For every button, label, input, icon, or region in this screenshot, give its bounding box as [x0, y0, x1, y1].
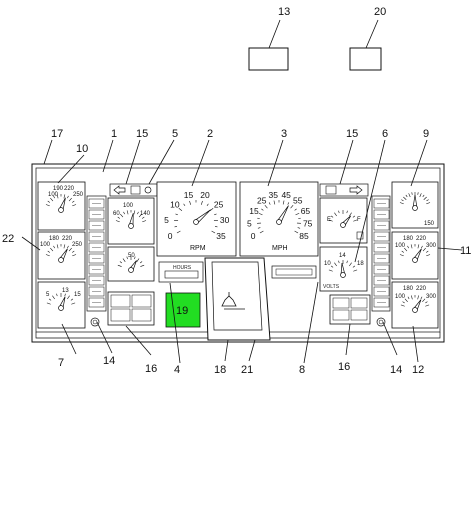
- speedometer-tick-label: 55: [293, 196, 303, 206]
- speedometer-tick-label: 0: [251, 231, 256, 241]
- speedometer-tick-label: 5: [247, 219, 252, 229]
- callout-3: 3: [281, 128, 287, 140]
- svg-text:15: 15: [74, 292, 81, 298]
- tachometer-unit: RPM: [190, 245, 206, 252]
- tachometer-tick-label: 20: [200, 190, 210, 200]
- svg-text:F: F: [357, 217, 361, 223]
- speedometer-tick-label: 45: [281, 190, 291, 200]
- leader-13: [269, 20, 280, 48]
- callout-5: 5: [172, 128, 178, 140]
- tachometer-tick-label: 15: [184, 190, 194, 200]
- right-display-slot: [272, 266, 316, 278]
- tachometer-tick-label: 35: [216, 231, 226, 241]
- callout-16-left: 16: [145, 363, 157, 375]
- speedometer-tick-label: 15: [249, 206, 259, 216]
- speedometer-tick-label: 85: [299, 231, 309, 241]
- hour-meter-label: HOURS: [173, 265, 192, 271]
- callout-16-right: 16: [338, 361, 350, 373]
- tachometer-tick-label: 0: [168, 231, 173, 241]
- module-box-20: [350, 48, 381, 70]
- svg-text:180: 180: [403, 236, 414, 242]
- callout-15-left: 15: [136, 128, 148, 140]
- callout-8: 8: [299, 364, 305, 376]
- svg-text:13: 13: [62, 288, 69, 294]
- callout-21: 21: [241, 364, 253, 376]
- svg-text:100: 100: [48, 192, 59, 198]
- svg-text:300: 300: [426, 243, 437, 249]
- svg-text:100: 100: [395, 294, 406, 300]
- tachometer-tick-label: 10: [170, 200, 180, 210]
- svg-text:100: 100: [40, 242, 51, 248]
- callout-19: 19: [176, 305, 188, 317]
- speedometer-tick-label: 65: [301, 206, 311, 216]
- speedometer-tick-label: 35: [269, 190, 279, 200]
- svg-text:100: 100: [123, 203, 134, 209]
- svg-text:100: 100: [395, 243, 406, 249]
- svg-text:18: 18: [357, 261, 364, 267]
- callout-4: 4: [174, 364, 180, 376]
- callout-9: 9: [423, 128, 429, 140]
- gauge-right-mid: [392, 232, 438, 279]
- hour-meter-display: [165, 271, 198, 278]
- svg-text:150: 150: [424, 221, 435, 227]
- tachometer-tick-label: 30: [220, 215, 230, 225]
- svg-text:10: 10: [324, 261, 331, 267]
- callout-12: 12: [412, 364, 424, 376]
- svg-text:50: 50: [128, 253, 135, 259]
- svg-text:60: 60: [113, 211, 120, 217]
- svg-text:180: 180: [49, 236, 60, 242]
- speedometer-tick-label: 75: [303, 219, 313, 229]
- svg-text:300: 300: [426, 294, 437, 300]
- svg-text:190: 190: [53, 186, 64, 192]
- speedometer-tick-label: 25: [257, 196, 267, 206]
- callout-18: 18: [214, 364, 226, 376]
- callout-17: 17: [51, 128, 63, 140]
- svg-text:250: 250: [73, 192, 84, 198]
- callout-14-left: 14: [103, 355, 115, 367]
- callout-2: 2: [207, 128, 213, 140]
- svg-text:E: E: [327, 217, 331, 223]
- svg-text:250: 250: [72, 242, 83, 248]
- callout-7: 7: [58, 357, 64, 369]
- callout-1: 1: [111, 128, 117, 140]
- callout-13: 13: [278, 6, 290, 18]
- gauge-right-bot: [392, 282, 438, 328]
- leader-20: [366, 20, 378, 48]
- svg-text:180: 180: [403, 286, 414, 292]
- callout-14-right: 14: [390, 364, 402, 376]
- callout-22: 22: [2, 233, 14, 245]
- callout-15-right: 15: [346, 128, 358, 140]
- callout-20: 20: [374, 6, 386, 18]
- module-box-13: [249, 48, 288, 70]
- callout-11: 11: [460, 245, 471, 257]
- svg-text:VOLTS: VOLTS: [323, 284, 340, 290]
- callout-6: 6: [382, 128, 388, 140]
- tachometer-tick-label: 25: [214, 200, 224, 210]
- speedometer-unit: MPH: [272, 245, 288, 252]
- callout-10: 10: [76, 143, 88, 155]
- tachometer-tick-label: 5: [164, 215, 169, 225]
- svg-text:220: 220: [416, 286, 427, 292]
- svg-text:14: 14: [339, 253, 346, 259]
- svg-text:220: 220: [416, 236, 427, 242]
- svg-text:140: 140: [140, 211, 151, 217]
